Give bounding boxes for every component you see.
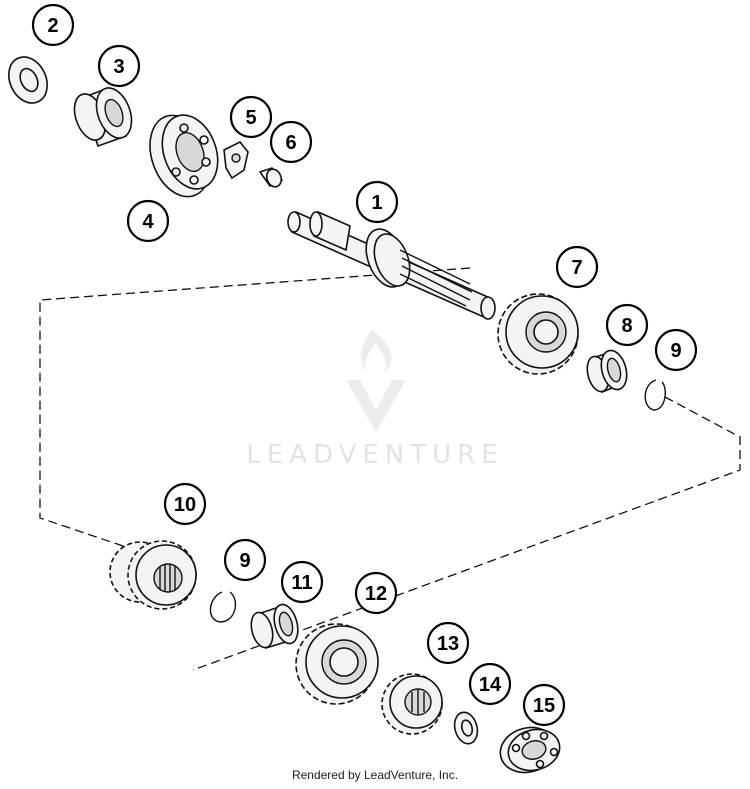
part-1-main-shaft xyxy=(287,210,496,320)
leadventure-watermark: LEADVENTURE xyxy=(246,330,503,470)
watermark-text: LEADVENTURE xyxy=(246,440,503,470)
callout-10: 10 xyxy=(163,482,207,526)
part-5-lock-plate xyxy=(223,140,249,180)
callout-3: 3 xyxy=(97,44,141,88)
callout-7: 7 xyxy=(555,245,599,289)
svg-text:1: 1 xyxy=(371,192,382,214)
svg-text:14: 14 xyxy=(479,674,502,696)
callout-14: 14 xyxy=(468,662,512,706)
callout-12: 12 xyxy=(354,571,398,615)
svg-text:13: 13 xyxy=(437,633,459,655)
part-11-bushing xyxy=(250,603,299,650)
svg-text:12: 12 xyxy=(365,583,387,605)
svg-text:9: 9 xyxy=(670,340,681,362)
svg-text:3: 3 xyxy=(113,56,124,78)
part-9-circlip-lower xyxy=(209,591,237,623)
callout-9-upper: 9 xyxy=(654,328,698,372)
part-14-washer xyxy=(453,711,479,745)
footer-credit: Rendered by LeadVenture, Inc. xyxy=(291,768,459,782)
part-15-bearing xyxy=(499,726,561,774)
svg-text:5: 5 xyxy=(245,107,256,129)
assembly-dashed-line xyxy=(39,267,741,671)
svg-text:7: 7 xyxy=(571,257,582,279)
callout-5: 5 xyxy=(229,95,273,139)
part-3-sleeve xyxy=(73,86,133,148)
svg-text:9: 9 xyxy=(239,550,250,572)
part-13-gear xyxy=(381,673,443,735)
callout-15: 15 xyxy=(522,683,566,727)
callout-13: 13 xyxy=(426,621,470,665)
svg-text:15: 15 xyxy=(533,695,555,717)
watermark-v-icon xyxy=(346,380,406,432)
part-6-bolt xyxy=(258,167,284,188)
callout-9-lower: 9 xyxy=(223,538,267,582)
part-9-circlip-upper xyxy=(644,379,666,411)
part-12-gear xyxy=(295,623,379,705)
svg-text:8: 8 xyxy=(621,315,632,337)
svg-text:2: 2 xyxy=(47,15,58,37)
callout-8: 8 xyxy=(605,303,649,347)
callout-11: 11 xyxy=(280,560,324,604)
watermark-flame-icon xyxy=(361,330,392,374)
part-10-double-gear xyxy=(109,540,197,610)
callout-6: 6 xyxy=(269,120,313,164)
svg-text:10: 10 xyxy=(174,494,196,516)
svg-text:4: 4 xyxy=(142,211,154,233)
svg-text:11: 11 xyxy=(291,572,312,594)
callout-1: 1 xyxy=(355,180,399,224)
part-4-bearing xyxy=(149,114,219,198)
part-8-bushing xyxy=(586,349,628,394)
callout-4: 4 xyxy=(126,199,170,243)
svg-text:6: 6 xyxy=(285,132,296,154)
part-7-gear xyxy=(497,293,579,375)
callout-2: 2 xyxy=(31,3,75,47)
part-2-washer xyxy=(7,56,49,104)
